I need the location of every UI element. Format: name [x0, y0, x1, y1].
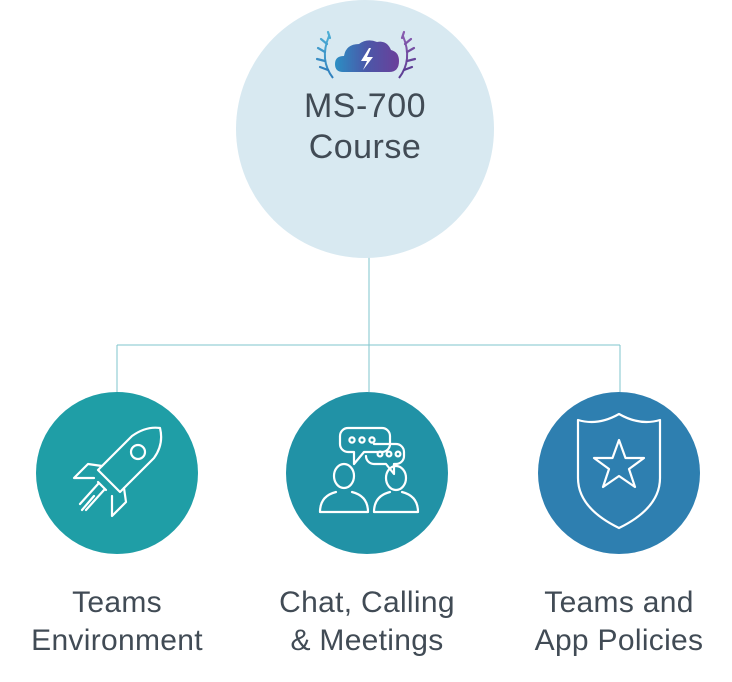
label-chat-calling-meetings-line2: & Meetings — [290, 624, 444, 657]
cloud-lightning-laurel-icon — [315, 30, 417, 79]
label-teams-environment-line2: Environment — [31, 624, 203, 657]
shield-star-icon — [576, 412, 662, 530]
course-title-line1: MS-700 — [303, 87, 427, 125]
course-title-line2: Course — [308, 128, 422, 166]
node-chat-calling-meetings — [286, 392, 448, 554]
label-teams-environment: Teams Environment — [2, 584, 232, 660]
label-teams-app-policies: Teams and App Policies — [504, 584, 732, 660]
label-chat-calling-meetings: Chat, Calling & Meetings — [252, 584, 482, 660]
chat-people-icon — [318, 426, 420, 514]
label-chat-calling-meetings-line1: Chat, Calling — [279, 586, 455, 619]
label-teams-app-policies-line2: App Policies — [534, 624, 704, 657]
label-teams-app-policies-line1: Teams and — [544, 586, 694, 619]
node-teams-app-policies — [538, 392, 700, 554]
course-node: MS-700 Course — [236, 0, 494, 258]
node-teams-environment — [36, 392, 198, 554]
label-teams-environment-line1: Teams — [72, 586, 162, 619]
rocket-icon — [72, 426, 163, 518]
course-title: MS-700 Course — [236, 86, 494, 168]
